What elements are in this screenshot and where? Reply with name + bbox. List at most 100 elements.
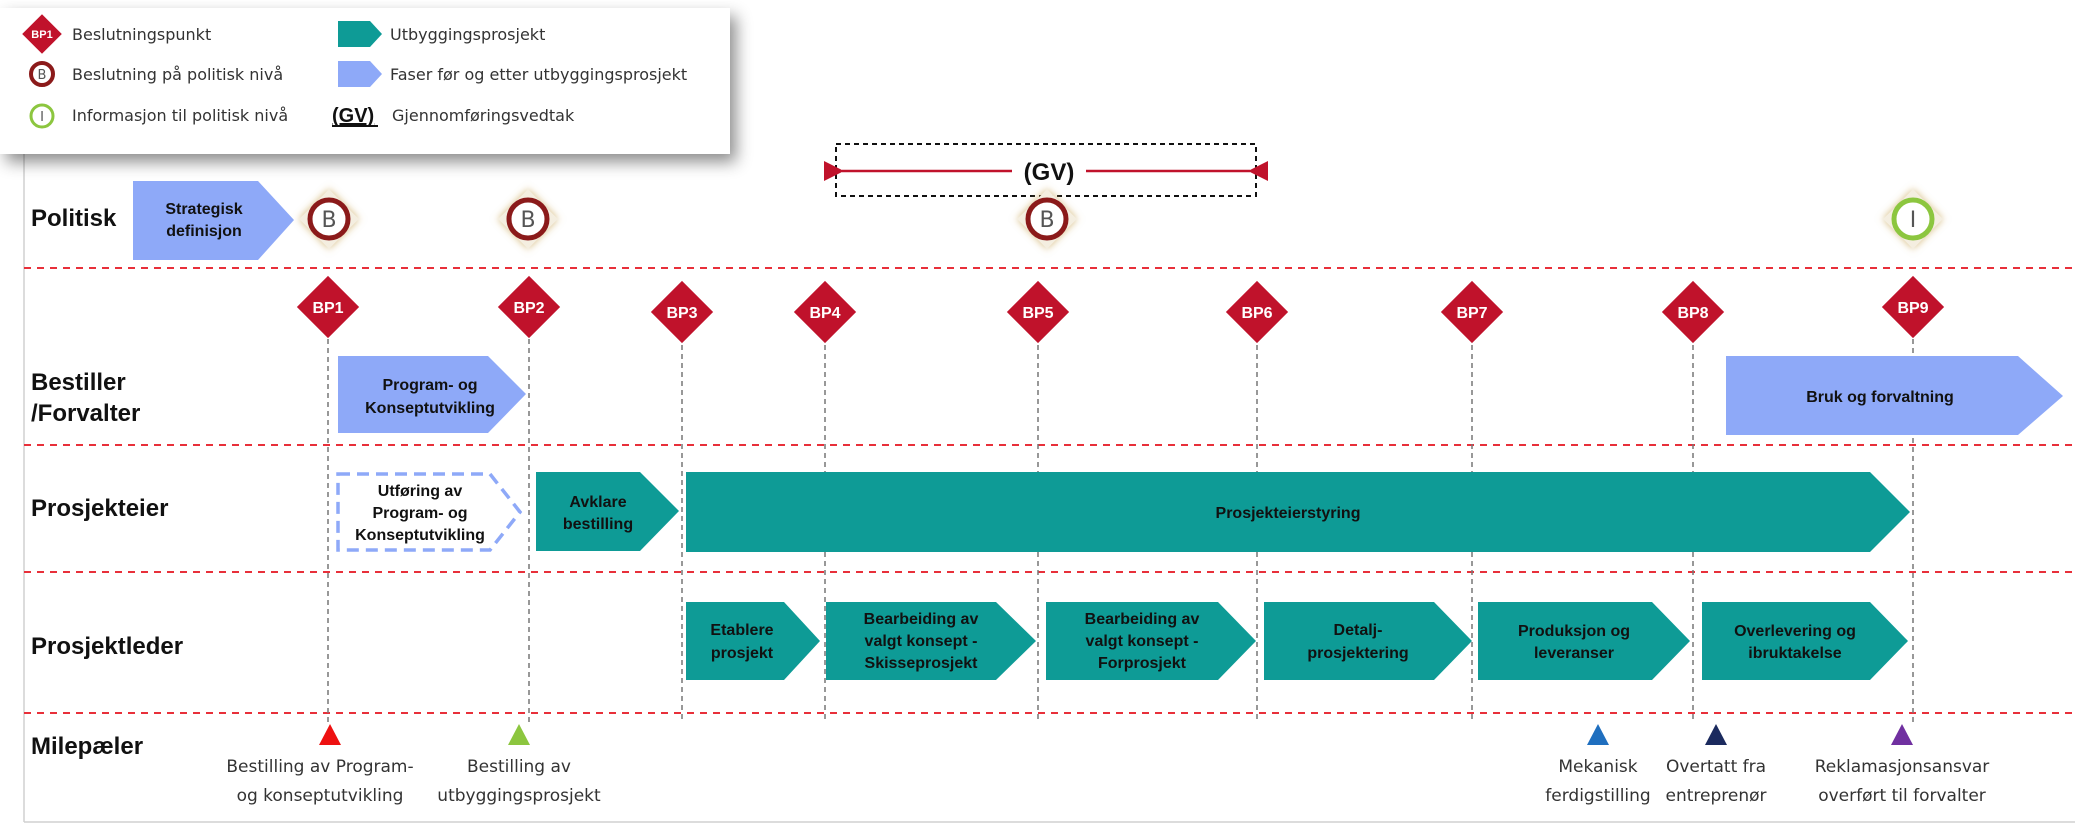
- svg-text:I: I: [40, 110, 44, 125]
- bp-diamond: BP2: [497, 275, 561, 339]
- decision-points: BP1 BP2 BP3 BP4 BP5 BP6 BP7 BP8: [296, 275, 1945, 344]
- b-icon-letter: B: [1039, 208, 1054, 233]
- political-circles: B B B I: [299, 189, 1943, 249]
- phase-program-og-konseptutvikling: Program- og Konseptutvikling: [338, 356, 526, 433]
- triangle-marker-purple: [1891, 724, 1913, 745]
- legend-label-beslutning-politisk: Beslutning på politisk nivå: [72, 65, 283, 84]
- legend-i-circle-icon: I: [29, 103, 55, 129]
- lane-dividers: [24, 267, 2075, 714]
- lane-labels: Politisk Bestiller /Forvalter Prosjektei…: [31, 205, 183, 760]
- milestones: Bestilling av Program- og konseptutvikli…: [226, 724, 1989, 806]
- lane-label-politisk: Politisk: [31, 205, 117, 232]
- svg-text:ferdigstilling: ferdigstilling: [1545, 786, 1650, 806]
- svg-text:Overlevering og: Overlevering og: [1734, 623, 1856, 640]
- lane-label-milepaeler: Milepæler: [31, 733, 143, 760]
- i-icon: I: [1883, 189, 1943, 249]
- bp-label: BP4: [809, 305, 840, 322]
- svg-text:Bearbeiding av: Bearbeiding av: [864, 611, 979, 628]
- phase-bruk-og-forvaltning: Bruk og forvaltning: [1726, 356, 2063, 435]
- svg-text:Program- og: Program- og: [382, 377, 477, 394]
- bp-label: BP5: [1022, 305, 1053, 322]
- svg-text:entreprenør: entreprenør: [1665, 786, 1766, 806]
- svg-text:Forprosjekt: Forprosjekt: [1098, 655, 1187, 672]
- bp-diamond: BP5: [1006, 280, 1070, 344]
- svg-text:Detalj-: Detalj-: [1334, 622, 1383, 639]
- bp-label: BP1: [312, 300, 343, 317]
- bp-diamond: BP8: [1661, 280, 1725, 344]
- legend-teal-arrow-icon: [338, 21, 382, 47]
- svg-text:utbyggingsprosjekt: utbyggingsprosjekt: [437, 786, 601, 806]
- svg-text:Bestilling av: Bestilling av: [467, 757, 571, 777]
- b-icon: B: [1017, 189, 1077, 249]
- bp-label: BP6: [1241, 305, 1272, 322]
- lane-label-bestiller-2: /Forvalter: [31, 400, 140, 427]
- b-icon-letter: B: [321, 208, 336, 233]
- gv-label: (GV): [1024, 159, 1075, 186]
- svg-text:B: B: [38, 68, 47, 83]
- phase-strategisk-definisjon: Strategisk definisjon: [133, 181, 294, 260]
- svg-text:Avklare: Avklare: [569, 494, 626, 511]
- bp-diamond: BP6: [1225, 280, 1289, 344]
- svg-text:Etablere: Etablere: [710, 622, 773, 639]
- milestone-mekanisk: Mekanisk ferdigstilling: [1545, 724, 1651, 806]
- gv-marker: (GV): [824, 143, 1268, 197]
- svg-text:Skisseprosjekt: Skisseprosjekt: [865, 655, 979, 672]
- svg-text:Mekanisk: Mekanisk: [1558, 757, 1637, 777]
- milestone-bestilling-utbygging: Bestilling av utbyggingsprosjekt: [437, 724, 601, 806]
- svg-text:Bearbeiding av: Bearbeiding av: [1085, 611, 1200, 628]
- svg-text:Reklamasjonsansvar: Reklamasjonsansvar: [1815, 757, 1990, 777]
- svg-text:Overtatt fra: Overtatt fra: [1666, 757, 1766, 777]
- bp-label: BP2: [513, 300, 544, 317]
- bp-label: BP3: [666, 305, 697, 322]
- bp-diamond: BP4: [793, 280, 857, 344]
- svg-text:Konseptutvikling: Konseptutvikling: [355, 527, 485, 544]
- svg-text:Bruk og forvaltning: Bruk og forvaltning: [1806, 389, 1954, 406]
- phase-strategisk-line1: Strategisk: [165, 201, 242, 218]
- legend-label-beslutningspunkt: Beslutningspunkt: [72, 25, 211, 44]
- svg-text:Produksjon og: Produksjon og: [1518, 623, 1630, 640]
- legend-gv-icon: (GV): [332, 105, 374, 127]
- phase-forprosjekt: Bearbeiding av valgt konsept - Forprosje…: [1046, 602, 1256, 680]
- svg-text:overført til forvalter: overført til forvalter: [1818, 786, 1986, 806]
- phase-etablere-prosjekt: Etablere prosjekt: [686, 602, 820, 680]
- triangle-marker-navy: [1705, 724, 1727, 745]
- svg-text:Utføring av: Utføring av: [378, 483, 463, 500]
- legend-periwinkle-arrow-icon: [338, 61, 382, 87]
- legend: BP1 Beslutningspunkt B Beslutning på pol…: [0, 8, 730, 154]
- lane-label-prosjekteier: Prosjekteier: [31, 495, 168, 522]
- svg-text:Bestilling av Program-: Bestilling av Program-: [226, 757, 413, 777]
- phase-skisseprosjekt: Bearbeiding av valgt konsept - Skissepro…: [826, 602, 1036, 680]
- milestone-reklamasjon: Reklamasjonsansvar overført til forvalte…: [1815, 724, 1990, 806]
- svg-text:og konseptutvikling: og konseptutvikling: [237, 786, 404, 806]
- svg-text:Konseptutvikling: Konseptutvikling: [365, 400, 495, 417]
- b-icon-letter: B: [520, 208, 535, 233]
- svg-text:Prosjekteierstyring: Prosjekteierstyring: [1216, 505, 1361, 522]
- svg-text:valgt konsept -: valgt konsept -: [865, 633, 978, 650]
- svg-text:valgt konsept -: valgt konsept -: [1086, 633, 1199, 650]
- legend-label-utbyggingsprosjekt: Utbyggingsprosjekt: [390, 25, 545, 44]
- bp-label: BP8: [1677, 305, 1708, 322]
- svg-text:prosjektering: prosjektering: [1307, 645, 1408, 662]
- bp-diamond: BP1: [296, 275, 360, 339]
- legend-diamond-icon: BP1: [22, 14, 62, 54]
- svg-text:prosjekt: prosjekt: [711, 645, 774, 662]
- b-icon: B: [498, 189, 558, 249]
- legend-label-faser: Faser før og etter utbyggingsprosjekt: [390, 65, 687, 84]
- i-icon-letter: I: [1910, 208, 1917, 233]
- triangle-marker-blue: [1587, 724, 1609, 745]
- diagram-frame: [23, 150, 2075, 823]
- bp-diamond: BP3: [650, 280, 714, 344]
- legend-label-informasjon-politisk: Informasjon til politisk nivå: [72, 106, 288, 125]
- lane-label-bestiller: Bestiller: [31, 369, 126, 396]
- legend-b-circle-icon: B: [29, 61, 55, 87]
- phase-avklare-bestilling: Avklare bestilling: [536, 472, 679, 551]
- phase-produksjon: Produksjon og leveranser: [1478, 602, 1690, 680]
- triangle-marker-red: [319, 724, 341, 745]
- lane-label-prosjektleder: Prosjektleder: [31, 633, 183, 660]
- legend-label-gjennomforingsvedtak: Gjennomføringsvedtak: [392, 106, 575, 125]
- phase-prosjekteierstyring: Prosjekteierstyring: [686, 472, 1910, 552]
- svg-text:Program- og: Program- og: [372, 505, 467, 522]
- phase-strategisk-line2: definisjon: [166, 223, 242, 240]
- triangle-marker-green: [508, 724, 530, 745]
